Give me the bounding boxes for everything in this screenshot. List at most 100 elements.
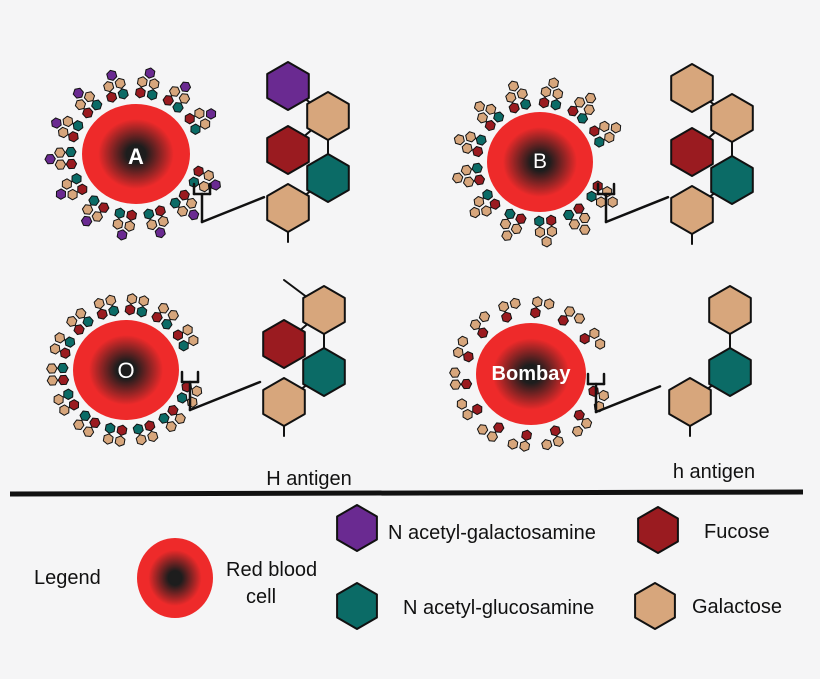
chain-h-lowercase-antigen [668,285,752,437]
mini-glcnac-hex [57,362,69,374]
chain-galactose-hex [262,377,306,427]
mini-galactose-hex [176,205,189,217]
mini-galactose-hex [574,97,586,108]
cell-bombay-glycan-13 [498,297,521,323]
cell-o-glycan-11 [49,332,76,359]
connector-a [192,182,266,224]
mini-galactose-hex [571,425,584,437]
mini-galactose-hex [198,180,210,193]
cell-b-glycan-11 [473,100,505,132]
mini-galnac-hex [205,108,217,120]
mini-galactose-hex [46,375,59,386]
mini-galactose-hex [583,104,595,115]
red-blood-cell-bombay [476,323,586,425]
mini-fucose-hex [65,158,78,170]
mini-galnac-hex [154,227,166,239]
mini-glcnac-hex [117,88,129,100]
mini-galnac-hex [106,69,118,81]
mini-galactose-hex [486,431,498,442]
cell-a-glycan-4 [188,165,221,193]
mini-fucose-hex [489,198,501,210]
mini-glcnac-hex [108,305,120,317]
caption-h-antigen: H antigen [266,468,352,490]
legend-layer [137,504,679,630]
mini-galactose-hex [531,296,543,308]
mini-galactose-hex [580,417,593,429]
mini-glcnac-hex [65,146,77,158]
chain-galactose-hex [266,183,310,233]
mini-glcnac-hex [504,208,516,220]
mini-galactose-hex [61,178,72,190]
mini-fucose-hex [472,403,483,416]
legend-fucose-label: Fucose [704,521,770,543]
chain-fucose-hex [670,127,714,177]
connector-link [200,195,266,224]
mini-galactose-hex [91,211,103,222]
mini-glcnac-hex [132,423,144,435]
mini-fucose-hex [167,404,179,416]
mini-galnac-hex [179,81,192,93]
mini-glcnac-hex [161,318,173,330]
mini-fucose-hex [508,102,520,114]
mini-galactose-hex [54,147,66,158]
mini-fucose-hex [154,205,166,217]
mini-galactose-hex [53,393,64,406]
mini-glcnac-hex [550,99,562,111]
mini-galactose-hex [182,324,193,336]
mini-galactose-hex [463,176,475,188]
mini-fucose-hex [77,183,88,196]
mini-galactose-hex [126,293,138,305]
mini-galactose-hex [75,308,87,319]
mini-galactose-hex [510,223,523,235]
mini-fucose-hex [515,213,527,225]
mini-glcnac-hex [82,316,94,328]
mini-fucose-hex [573,203,585,214]
cell-label-o: O [117,358,134,383]
mini-galactose-hex [73,419,85,430]
chain-galactose-hex [708,285,752,335]
mini-glcnac-hex [88,195,100,206]
mini-fucose-hex [89,417,101,429]
mini-fucose-hex [184,112,195,125]
cell-label-a: A [128,144,144,169]
mini-galactose-hex [105,294,117,306]
mini-galactose-hex [476,112,488,124]
mini-glcnac-hex [146,89,158,101]
mini-galactose-hex [540,86,552,98]
cell-bombay-glycan-6 [541,425,564,451]
cell-a-glycan-12 [72,87,103,119]
mini-fucose-hex [579,332,590,345]
mini-galactose-hex [476,424,489,435]
legend-rbc-label-line2: cell [246,586,276,608]
cell-b-glycan-10 [453,131,487,158]
mini-galactose-hex [124,220,136,232]
mini-galactose-hex [46,363,58,374]
legend-red-blood-cell [137,538,213,618]
mini-galactose-hex [519,440,531,452]
mini-glcnac-hex [158,412,170,424]
mini-galactose-hex [62,115,74,128]
mini-galactose-hex [178,93,191,104]
mini-galactose-hex [507,438,519,450]
mini-galactose-hex [599,120,610,133]
chain-glcnac-hex [306,153,350,203]
mini-glcnac-hex [72,120,84,132]
cell-bombay-glycan-1 [557,306,586,326]
mini-fucose-hex [144,420,156,432]
divider-line [9,489,804,497]
cell-bombay-glycan-0 [530,296,555,319]
mini-galactose-hex [54,332,66,344]
cell-o-glycan-8 [73,410,101,437]
cell-a-glycan-7 [112,207,137,241]
mini-galactose-hex [457,335,469,348]
mini-fucose-hex [484,120,496,132]
cell-o-glycan-10 [46,362,70,386]
mini-galactose-hex [452,172,464,184]
mini-glcnac-hex [91,99,103,111]
mini-fucose-hex [521,429,532,441]
mini-galactose-hex [136,76,148,88]
mini-galactose-hex [584,92,597,104]
cell-b-glycan-0 [538,77,564,111]
mini-fucose-hex [588,385,599,397]
chain-fucose-hex [266,125,310,175]
